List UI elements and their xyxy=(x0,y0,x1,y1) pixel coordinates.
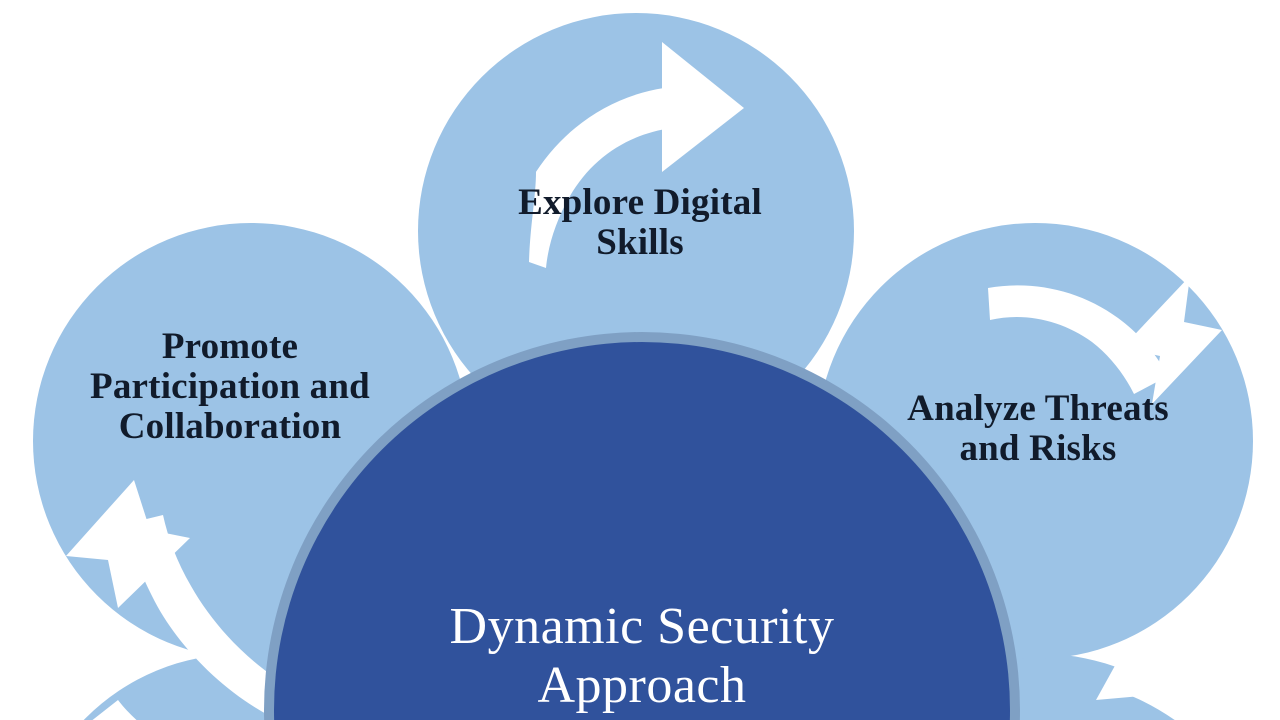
arrow-head-bottom-right xyxy=(1096,624,1186,700)
curved-arrow-tail-right xyxy=(988,285,1168,394)
curved-arrow-head-left-icon xyxy=(66,480,190,608)
curved-arrow-tail-left xyxy=(126,515,288,715)
curved-arrow-head-top-icon xyxy=(662,42,744,172)
petal-top-circle xyxy=(418,13,854,449)
center-hub-circle xyxy=(274,342,1010,720)
curved-arrow-head-right-icon xyxy=(1122,276,1222,404)
petal-explore-digital-skills[interactable] xyxy=(418,13,854,449)
curved-arrow-icon-bottom-left xyxy=(92,700,137,720)
curved-arrow-body-top xyxy=(529,90,672,268)
center-hub[interactable] xyxy=(264,332,1020,720)
